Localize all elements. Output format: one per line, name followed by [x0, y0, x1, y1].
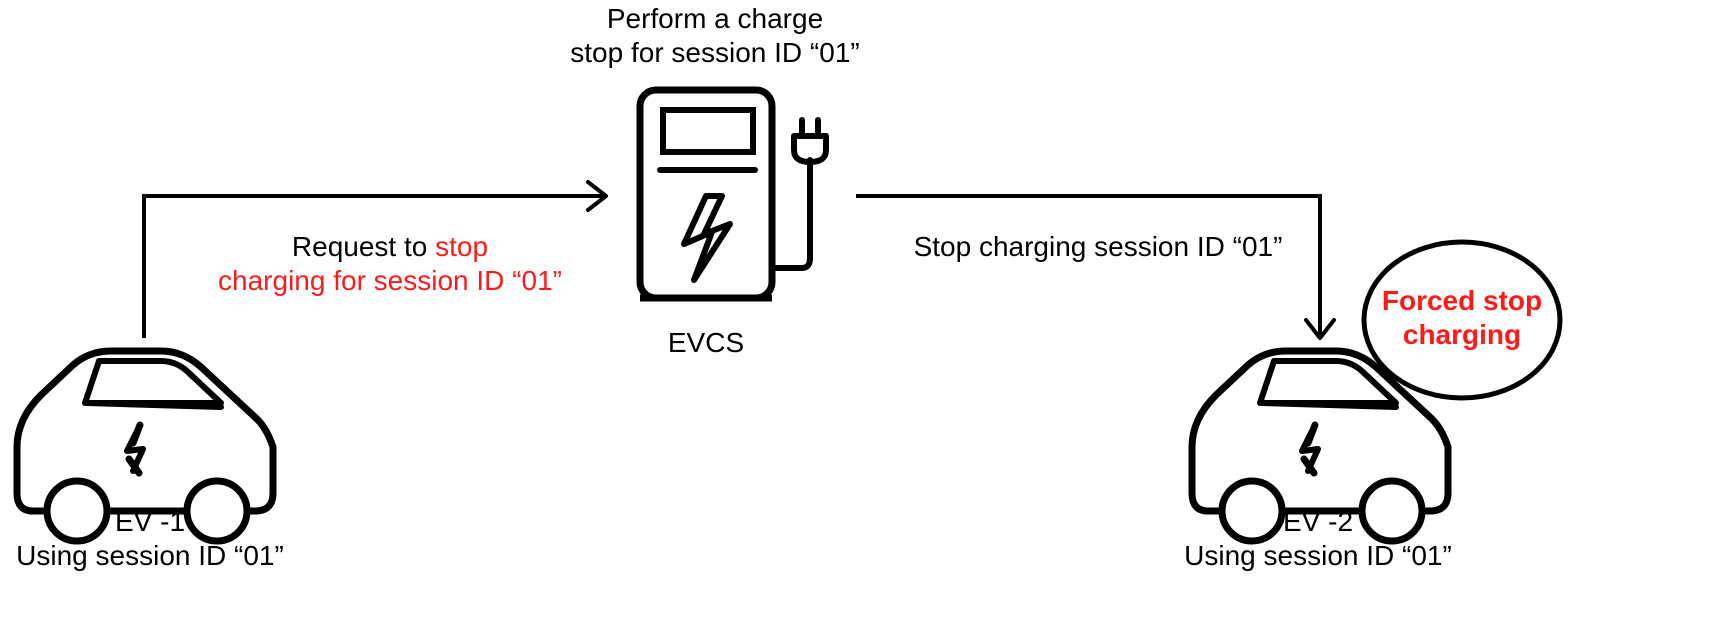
- stop-arrow: [856, 194, 1336, 340]
- request-label: Request to stop charging for session ID …: [195, 230, 585, 298]
- alert-bubble: [1361, 239, 1563, 401]
- ev1-caption: EV -1 Using session ID “01”: [0, 505, 300, 573]
- request-line1: Request to stop: [195, 230, 585, 264]
- ev2-caption: EV -2 Using session ID “01”: [1168, 505, 1468, 573]
- charging-station-icon: [636, 86, 829, 302]
- forced-stop-line2: charging: [1402, 319, 1522, 350]
- ev1-name: EV -1: [114, 506, 186, 537]
- evcs-action-line1: Perform a charge: [606, 3, 824, 34]
- stop-charging-label: Stop charging session ID “01”: [913, 231, 1283, 262]
- request-arrow: [142, 180, 608, 338]
- ev2-name: EV -2: [1282, 506, 1354, 537]
- ev1-session: Using session ID “01”: [16, 540, 284, 571]
- forced-stop-text: Forced stop charging: [1372, 284, 1552, 352]
- ev2-session: Using session ID “01”: [1184, 540, 1452, 571]
- request-prefix: Request to: [291, 231, 436, 262]
- forced-stop-line1: Forced stop: [1381, 285, 1543, 316]
- evcs-action-label: Perform a charge stop for session ID “01…: [545, 2, 885, 70]
- evcs-label: EVCS: [667, 327, 745, 358]
- request-line2: charging for session ID “01”: [218, 265, 562, 296]
- request-stop-word: stop: [435, 231, 489, 262]
- evcs-action-line2: stop for session ID “01”: [570, 37, 860, 68]
